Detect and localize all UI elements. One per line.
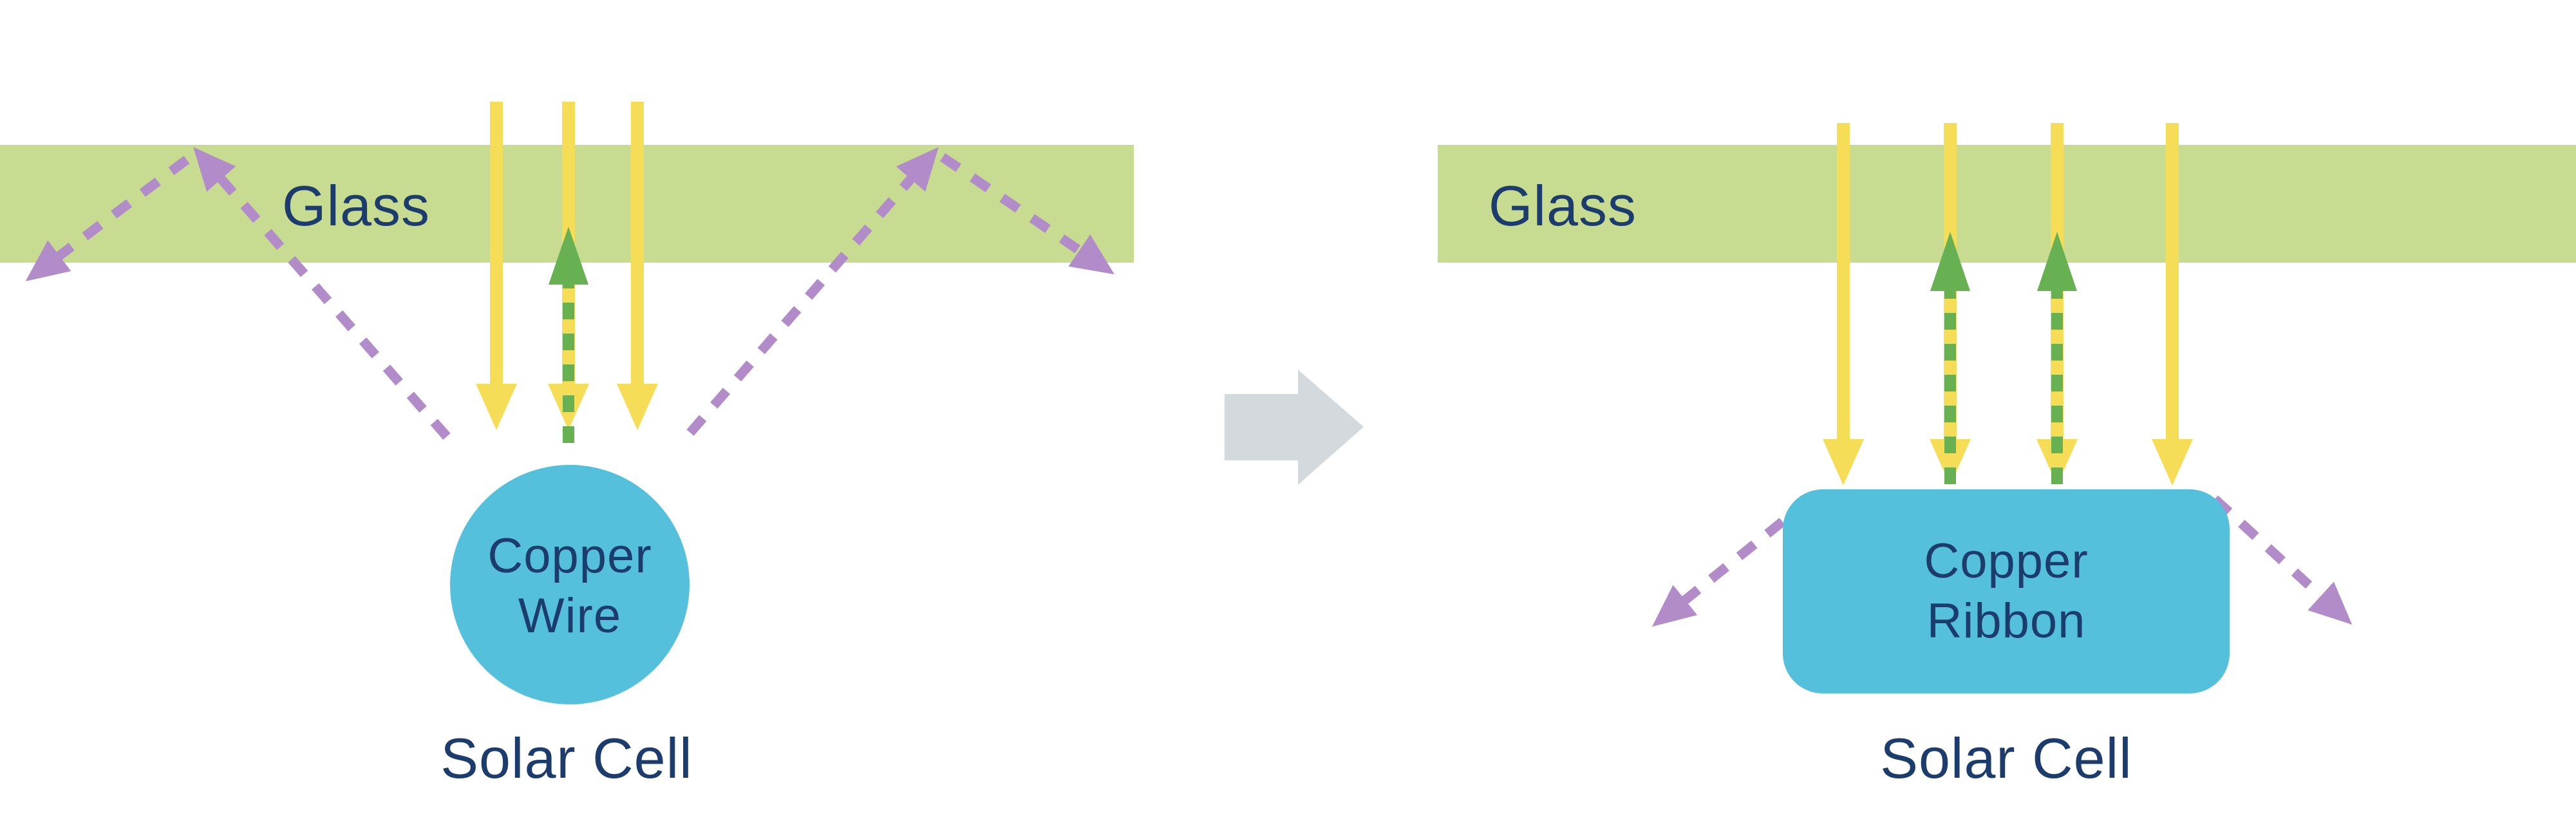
incident-ray-arrowhead [476, 384, 517, 430]
incident-ray-arrowhead [1930, 439, 1971, 485]
incident-ray-arrowhead [1823, 439, 1864, 485]
reflected-ray-arrowhead [2037, 232, 2077, 291]
copper-ribbon [1783, 489, 2230, 693]
copper-ribbon-label-line2: Ribbon [1926, 593, 2086, 648]
incident-ray-arrowhead [617, 384, 658, 430]
escaping-ray-right [2211, 495, 2353, 625]
solar-cell-label-right: Solar Cell [1880, 726, 2132, 790]
solar-cell-label-left: Solar Cell [440, 726, 693, 790]
escaping-ray-right-up [686, 147, 939, 436]
reflected-ray-arrowhead [549, 227, 588, 285]
transition-arrow-icon [1225, 370, 1364, 485]
escaping-ray-left-up [193, 147, 451, 440]
escaping-ray-left-out [25, 156, 190, 281]
copper-wire [450, 465, 690, 704]
reflected-ray-arrowhead [1930, 232, 1970, 291]
escaping-ray-left [1651, 495, 1814, 627]
incident-ray-arrowhead [2152, 439, 2193, 485]
copper-ribbon-label-line1: Copper [1924, 534, 2089, 588]
glass-layer-right [1438, 145, 2576, 263]
glass-label-right: Glass [1489, 174, 1637, 238]
copper-wire-label-line1: Copper [487, 529, 652, 583]
copper-wire-label-line2: Wire [518, 588, 622, 643]
copper-wire-label: Copper Wire [409, 527, 731, 646]
glass-label-left: Glass [282, 174, 430, 238]
incident-ray-arrowhead [2036, 439, 2078, 485]
copper-ribbon-label: Copper Ribbon [1813, 532, 2199, 651]
